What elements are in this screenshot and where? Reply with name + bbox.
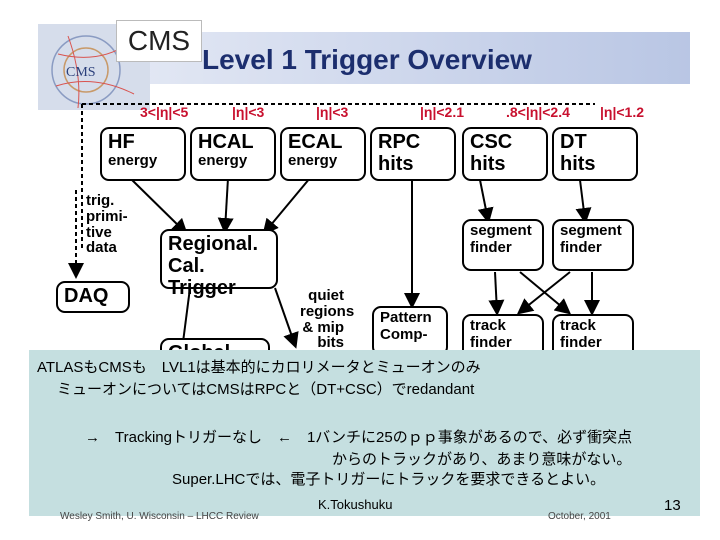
track-csc-line1: track <box>470 317 506 334</box>
quiet-label-line: bits <box>317 334 344 352</box>
trig-label-line: primi- <box>86 207 128 225</box>
trig-label-line: data <box>86 239 117 257</box>
eta-range-dt: |η|<1.2 <box>600 104 645 120</box>
segment-finder-dt-box: segment finder <box>552 219 634 271</box>
arrow-cross-2 <box>516 271 571 315</box>
logo-text: CMS <box>66 65 96 80</box>
arrow-ecal-regional <box>262 177 311 236</box>
note-line-1: ATLASもCMSも LVL1は基本的にカロリメータとミューオンのみ <box>37 359 481 376</box>
footer-date: October, 2001 <box>548 511 611 522</box>
segment-finder-csc-box: segment finder <box>462 219 544 271</box>
quiet-regions-label: quiet regions & mip bits <box>300 287 355 352</box>
regional-line2: Cal. Trigger <box>168 255 236 299</box>
pattern-line1: Pattern <box>380 309 432 326</box>
trig-label-line: tive <box>86 223 112 241</box>
quiet-label-line: & mip <box>302 318 344 336</box>
quiet-label-line: regions <box>300 302 355 320</box>
hf-sub: energy <box>108 152 158 169</box>
eta-range-hcal: |η|<3 <box>232 104 265 120</box>
ecal-title: ECAL <box>288 131 343 153</box>
trig-label-line: trig. <box>86 192 115 209</box>
eta-range-ecal: |η|<3 <box>316 104 349 120</box>
daq-title: DAQ <box>64 285 109 307</box>
pattern-line2: Comp- <box>380 325 428 343</box>
arrow-hf-regional <box>129 177 188 235</box>
hcal-box: HCAL energy <box>190 127 276 181</box>
rpc-sub: hits <box>378 153 414 175</box>
hcal-title: HCAL <box>198 131 254 153</box>
note-overlay: ATLASもCMSも LVL1は基本的にカロリメータとミューオンのみ ミューオン… <box>29 350 700 516</box>
arrow-csc-seg <box>477 179 494 224</box>
footer-presenter: Wesley Smith, U. Wisconsin – LHCC Review <box>60 511 259 522</box>
seg-csc-line1: segment <box>470 222 532 239</box>
cms-tag: CMS <box>116 20 202 62</box>
dt-sub: hits <box>560 153 596 175</box>
eta-range-csc: .8<|η|<2.4 <box>506 104 570 120</box>
hf-box: HF energy <box>100 127 186 181</box>
quiet-label-line: quiet <box>308 287 344 304</box>
cms-logo-graphic: CMS <box>51 35 135 109</box>
trig-primitive-label: trig. primi- tive data <box>86 193 128 256</box>
hcal-sub: energy <box>198 152 248 169</box>
track-csc-line2: finder <box>470 333 512 351</box>
dt-title: DT <box>560 131 587 153</box>
arrow-regional-global <box>274 287 299 349</box>
slide-number: 13 <box>664 497 681 514</box>
seg-csc-line2: finder <box>470 238 512 256</box>
eta-range-rpc: |η|<2.1 <box>420 104 465 120</box>
arrow-dt-seg <box>575 179 592 224</box>
rpc-title: RPC <box>378 131 421 153</box>
author-name: K.Tokushuku <box>318 497 393 512</box>
note-line-4: からのトラックがあり、あまり意味がない。 <box>332 451 632 468</box>
eta-bracket-top <box>81 103 595 250</box>
ecal-box: ECAL energy <box>280 127 366 181</box>
arrow-hcal-regional <box>217 177 234 234</box>
note-line-5: Super.LHCでは、電子トリガーにトラックを要求できるとよい。 <box>172 471 606 488</box>
daq-box: DAQ <box>56 281 130 313</box>
regional-line1: Regional. <box>168 233 259 255</box>
track-dt-line1: track <box>560 317 596 334</box>
seg-dt-line1: segment <box>560 222 622 239</box>
csc-box: CSC hits <box>462 127 548 181</box>
eta-range-hf: 3<|η|<5 <box>140 104 189 120</box>
hf-title: HF <box>108 131 135 153</box>
csc-sub: hits <box>470 153 506 175</box>
dt-box: DT hits <box>552 127 638 181</box>
arrow-seg-track-csc <box>488 271 505 316</box>
pattern-comp-box: Pattern Comp- <box>372 306 448 356</box>
note-line-3: → Trackingトリガーなし ← 1バンチに25のｐｐ事象があるので、必ず衝… <box>85 429 633 446</box>
rpc-box: RPC hits <box>370 127 456 181</box>
regional-cal-trigger-box: Regional. Cal. Trigger <box>160 229 278 299</box>
track-dt-line2: finder <box>560 333 602 351</box>
note-line-2: ミューオンについてはCMSはRPCと（DT+CSC）でredandant <box>57 381 475 398</box>
csc-title: CSC <box>470 131 513 153</box>
ecal-sub: energy <box>288 152 338 169</box>
seg-dt-line2: finder <box>560 238 602 256</box>
page-title: Level 1 Trigger Overview <box>202 44 532 75</box>
